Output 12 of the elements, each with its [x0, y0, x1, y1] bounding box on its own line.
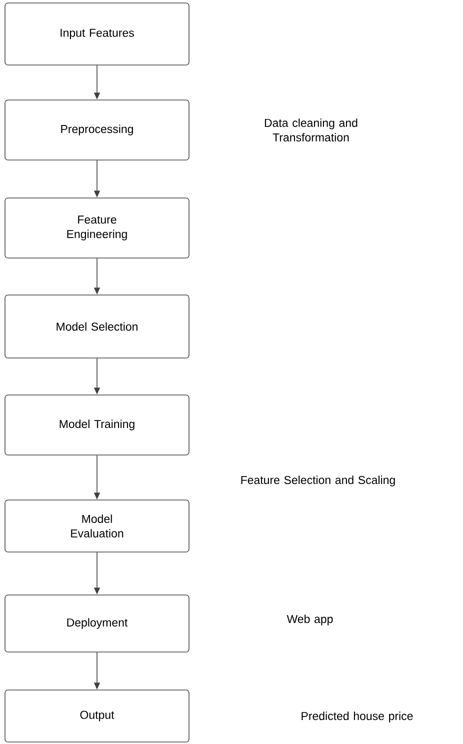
- process-box: Model Selection: [4, 294, 190, 358]
- process-box: Input Features: [4, 2, 190, 66]
- side-note: Web app: [286, 614, 333, 626]
- process-box: Output: [4, 690, 190, 742]
- side-note: Predicted house price: [302, 712, 413, 722]
- side-note: Feature Selection and Scaling: [241, 476, 395, 486]
- process-box: Deployment: [4, 594, 190, 652]
- process-box: Preprocessing: [4, 100, 190, 160]
- process-box: Model Training: [4, 394, 190, 456]
- process-box: Feature Engineering: [4, 198, 190, 258]
- process-box: Model Evaluation: [4, 500, 190, 552]
- side-note: Data cleaning and Transformation: [264, 118, 358, 142]
